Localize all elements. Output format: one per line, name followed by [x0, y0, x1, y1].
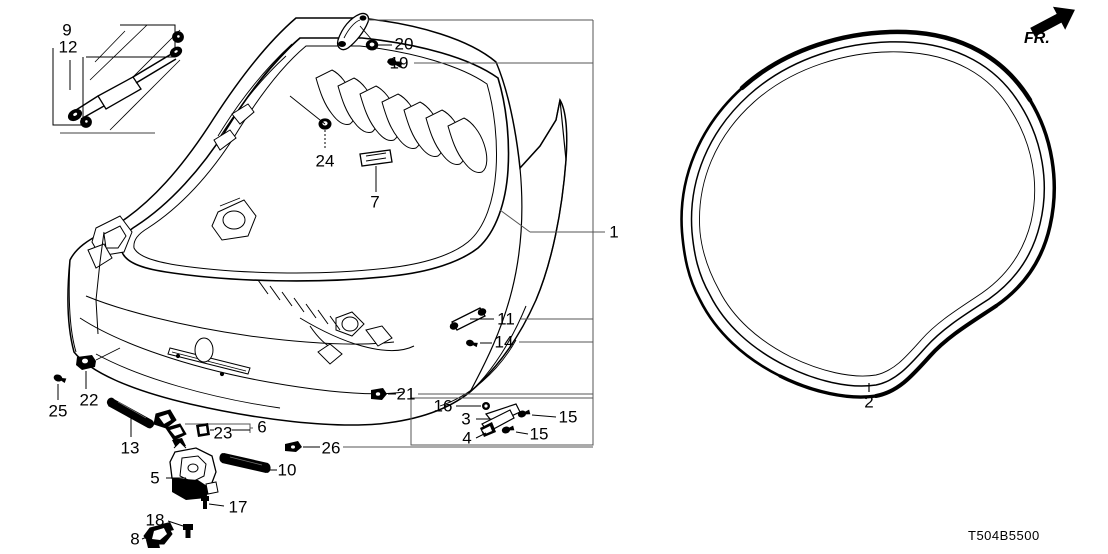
- callout-15-upper: 15: [558, 407, 578, 427]
- callout-19: 19: [389, 53, 409, 73]
- part-10-rod: [219, 453, 271, 473]
- callout-4: 4: [462, 428, 472, 448]
- callout-18: 18: [145, 510, 165, 530]
- callout-15-lower: 15: [529, 424, 549, 444]
- callout-17: 17: [228, 497, 248, 517]
- part-11-stay: [449, 307, 487, 331]
- callout-21: 21: [396, 384, 416, 404]
- part-5-latch: [169, 441, 219, 500]
- fr-arrow-icon: [1030, 6, 1075, 37]
- part-17-bolt: [201, 496, 209, 509]
- part-3-4-stay: [480, 403, 521, 437]
- part-18-bolt: [183, 524, 193, 538]
- part-21-clip: [371, 388, 387, 400]
- part-16-screw: [482, 402, 490, 410]
- callout-13: 13: [120, 438, 140, 458]
- part-13-rod: [106, 397, 155, 429]
- callout-16: 16: [433, 396, 453, 416]
- part-6-hinge: [153, 409, 187, 448]
- upper-reinforcement-ribs: [315, 69, 488, 173]
- hinge-part: [336, 12, 370, 51]
- callout-24: 24: [315, 151, 335, 171]
- part-15-bolt-lower: [501, 425, 515, 434]
- weatherstrip-seal: [680, 29, 1056, 399]
- callout-7: 7: [370, 192, 380, 212]
- callout-6: 6: [257, 417, 267, 437]
- diagram-code: T504B5500: [968, 528, 1040, 543]
- callout-1: 1: [609, 222, 619, 242]
- callout-5: 5: [150, 468, 160, 488]
- callout-3: 3: [461, 409, 471, 429]
- part-20-nut: [365, 39, 379, 51]
- callout-8: 8: [130, 529, 140, 549]
- part-26-clip: [285, 441, 302, 452]
- gas-strut: [67, 31, 184, 128]
- handle-garnish: [167, 337, 251, 377]
- part-14-clip: [466, 339, 478, 348]
- callout-10: 10: [277, 460, 297, 480]
- callout-20: 20: [394, 34, 414, 54]
- callout-12: 12: [58, 37, 78, 57]
- gas-strut-group: [52, 24, 184, 134]
- part-15-bolt-upper: [517, 409, 531, 418]
- part-23-bushing: [196, 423, 210, 437]
- part-22-grommet: [76, 355, 96, 370]
- part-8-striker: [143, 522, 174, 548]
- tailgate-panel: [67, 17, 568, 426]
- callout-25: 25: [48, 401, 68, 421]
- callout-9: 9: [62, 20, 72, 40]
- part-25-screw: [53, 374, 67, 383]
- group-3-4-15-16-box: [410, 397, 594, 446]
- part-7-clip: [359, 149, 393, 167]
- callout-11: 11: [497, 309, 515, 329]
- callout-22: 22: [79, 390, 99, 410]
- callout-26: 26: [321, 438, 341, 458]
- callout-2: 2: [864, 392, 874, 412]
- fr-label: FR.: [1024, 30, 1050, 47]
- callout-14: 14: [494, 332, 514, 352]
- callout-23: 23: [213, 423, 233, 443]
